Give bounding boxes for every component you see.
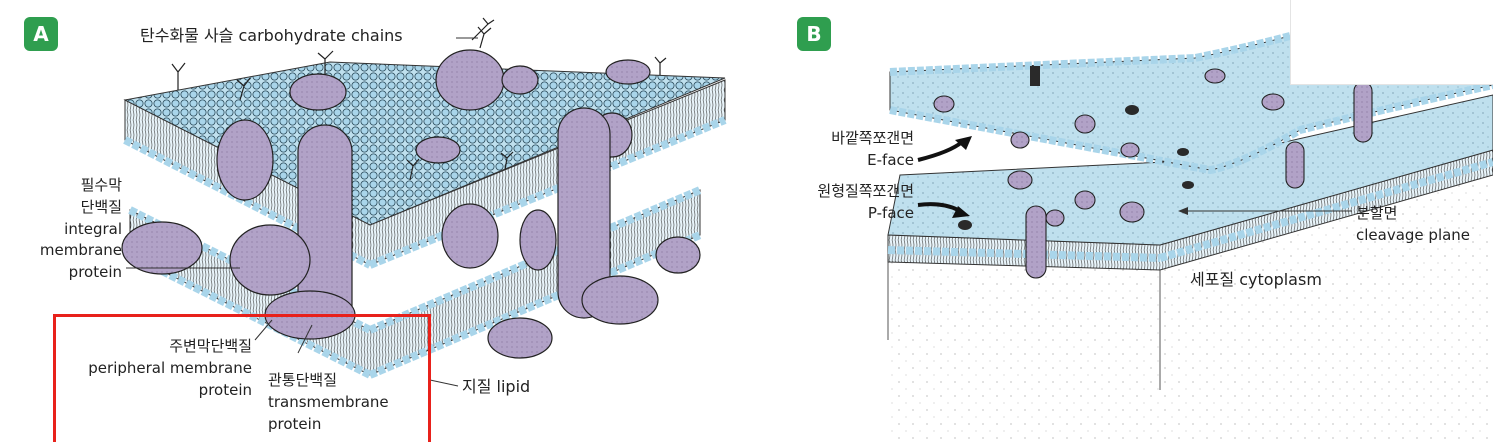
transmembrane-label-line-2: transmembrane: [268, 392, 389, 411]
peripheral-label-line-3: protein: [198, 380, 252, 399]
transmembrane-protein-label: 관통단백질 transmembrane protein: [268, 370, 389, 435]
cleavage-label-line-1: 분할면: [1356, 204, 1398, 222]
peripheral-label-line-2: peripheral membrane: [88, 358, 252, 377]
carbohydrate-chains-label: 탄수화물 사슬 carbohydrate chains: [140, 26, 403, 45]
p-face-label-line-2: P-face: [867, 203, 914, 222]
integral-label-line-1: 필수막: [80, 176, 122, 194]
integral-label-line-4: membrane: [39, 241, 122, 260]
leaders-a: [126, 37, 478, 387]
integral-label-line-5: protein: [68, 263, 122, 281]
lipid-label: 지질 lipid: [462, 377, 531, 396]
p-face-label: 원형질쪽쪼갠면 P-face: [772, 181, 914, 225]
arrows-b: [917, 136, 1352, 218]
highlight-box: [53, 314, 431, 442]
p-face-label-line-1: 원형질쪽쪼갠면: [817, 182, 914, 200]
panel-a-badge: A: [24, 17, 58, 51]
integral-label-line-2: 단백질: [80, 197, 122, 216]
transmembrane-label-line-3: protein: [268, 414, 322, 433]
transmembrane-label-line-1: 관통단백질: [268, 371, 338, 389]
panel-b-badge: B: [797, 17, 831, 51]
overlay-panel: [1290, 0, 1493, 85]
membrane-a: [121, 17, 727, 379]
e-face-label-line-2: E-face: [867, 150, 914, 169]
peripheral-label-line-1: 주변막단백질: [169, 337, 252, 355]
cytoplasm-label: 세포질 cytoplasm: [1190, 270, 1322, 289]
integral-protein-label: 필수막 단백질 integral membrane protein: [22, 175, 122, 284]
cleavage-label-line-2: cleavage plane: [1356, 225, 1471, 244]
e-face-label-line-1: 바깥쪽쪼갠면: [831, 129, 914, 147]
peripheral-protein-label: 주변막단백질 peripheral membrane protein: [52, 336, 252, 401]
e-face-label: 바깥쪽쪼갠면 E-face: [772, 128, 914, 172]
cleavage-plane-label: 분할면 cleavage plane: [1356, 203, 1470, 247]
integral-label-line-3: integral: [64, 219, 122, 238]
